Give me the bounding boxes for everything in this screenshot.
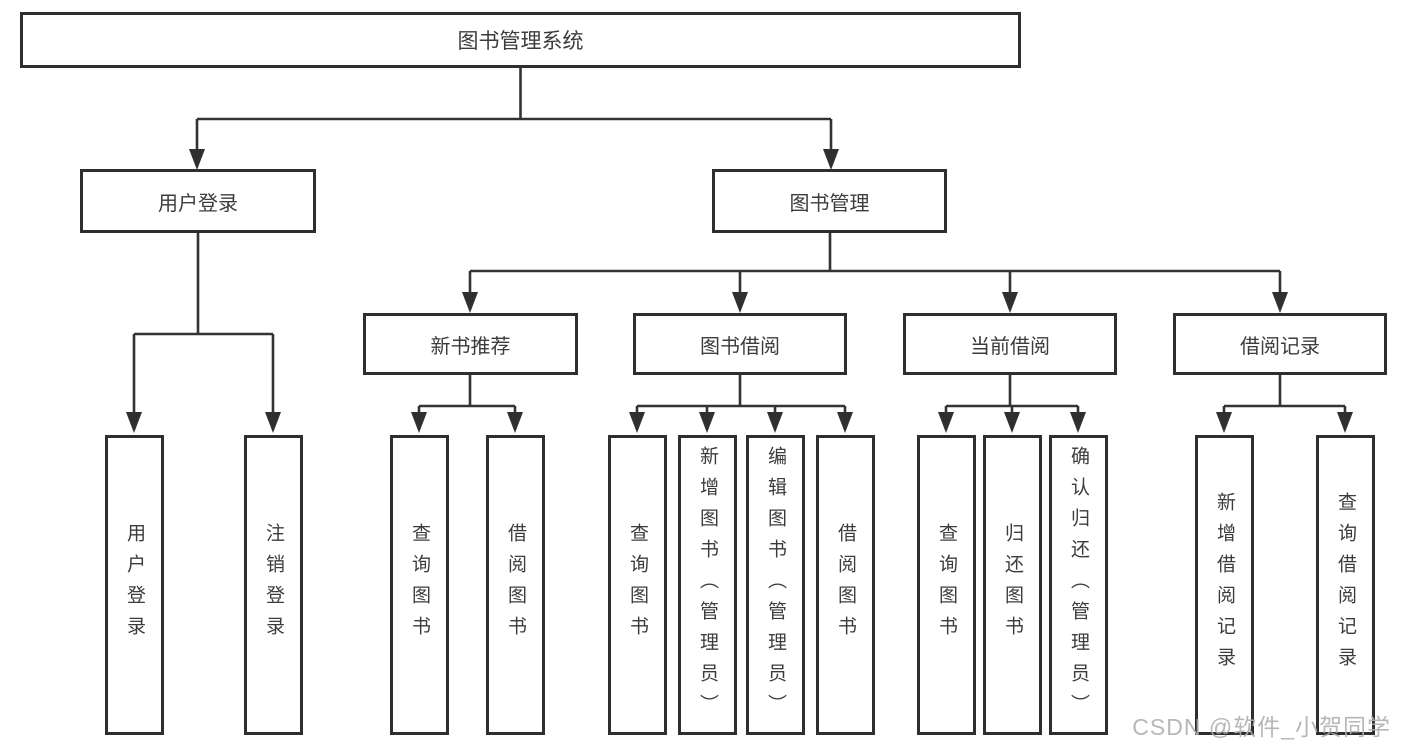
arrowhead-down-icon <box>1002 292 1018 313</box>
arrowhead-down-icon <box>411 412 427 433</box>
node-label: 图书管理系统 <box>457 30 584 53</box>
node-new-book-recommend: 新书推荐 <box>363 313 578 375</box>
arrowhead-down-icon <box>507 412 523 433</box>
node-label: 图书借阅 <box>700 335 780 358</box>
arrowhead-down-icon <box>462 292 478 313</box>
node-label: 用户登录 <box>158 192 238 215</box>
node-library-management-system: 图书管理系统 <box>20 12 1021 68</box>
leaf-user-login: 用户登录 <box>105 435 164 735</box>
node-label: 编辑图书（管理员） <box>765 445 786 725</box>
leaf-current-return-books: 归还图书 <box>983 435 1042 735</box>
connector-newbook-to-leaves <box>411 375 523 433</box>
leaf-current-query-books: 查询图书 <box>917 435 976 735</box>
leaf-borrowing-borrow-books: 借阅图书 <box>816 435 875 735</box>
connector-book-mgmt-to-level3 <box>462 233 1288 313</box>
leaf-newbook-borrow-books: 借阅图书 <box>486 435 545 735</box>
node-book-management: 图书管理 <box>712 169 947 233</box>
node-label: 借阅记录 <box>1240 335 1320 358</box>
node-label: 新增借阅记录 <box>1214 492 1235 678</box>
node-label: 新书推荐 <box>430 335 511 358</box>
node-user-login: 用户登录 <box>80 169 316 233</box>
arrowhead-down-icon <box>1070 412 1086 433</box>
node-label: 查询借阅记录 <box>1335 492 1356 678</box>
leaf-logout: 注销登录 <box>244 435 303 735</box>
leaf-newbook-query-books: 查询图书 <box>390 435 449 735</box>
arrowhead-down-icon <box>1004 412 1020 433</box>
node-label: 图书管理 <box>789 192 870 215</box>
arrowhead-down-icon <box>938 412 954 433</box>
leaf-records-add-record: 新增借阅记录 <box>1195 435 1254 735</box>
arrowhead-down-icon <box>126 412 142 433</box>
node-current-borrowing: 当前借阅 <box>903 313 1117 375</box>
node-label: 查询图书 <box>936 523 957 647</box>
node-label: 确认归还（管理员） <box>1068 445 1089 725</box>
node-book-borrowing: 图书借阅 <box>633 313 847 375</box>
connector-records-to-leaves <box>1216 375 1353 433</box>
arrowhead-down-icon <box>699 412 715 433</box>
arrowhead-down-icon <box>265 412 281 433</box>
arrowhead-down-icon <box>732 292 748 313</box>
connector-root-to-level2 <box>189 68 839 170</box>
leaf-current-confirm-return-admin: 确认归还（管理员） <box>1049 435 1108 735</box>
arrowhead-down-icon <box>1337 412 1353 433</box>
leaf-borrowing-query-books: 查询图书 <box>608 435 667 735</box>
arrowhead-down-icon <box>767 412 783 433</box>
leaf-records-query-record: 查询借阅记录 <box>1316 435 1375 735</box>
arrowhead-down-icon <box>837 412 853 433</box>
arrowhead-down-icon <box>189 149 205 170</box>
node-label: 查询图书 <box>409 523 430 647</box>
arrowhead-down-icon <box>823 149 839 170</box>
node-label: 查询图书 <box>627 523 648 647</box>
node-label: 借阅图书 <box>505 523 526 647</box>
node-label: 当前借阅 <box>970 335 1050 358</box>
leaf-borrowing-add-books-admin: 新增图书（管理员） <box>678 435 737 735</box>
node-label: 用户登录 <box>124 523 145 647</box>
node-label: 新增图书（管理员） <box>697 445 718 725</box>
connector-borrowing-to-leaves <box>629 375 853 433</box>
node-borrowing-records: 借阅记录 <box>1173 313 1387 375</box>
arrowhead-down-icon <box>629 412 645 433</box>
arrowhead-down-icon <box>1272 292 1288 313</box>
leaf-borrowing-edit-books-admin: 编辑图书（管理员） <box>746 435 805 735</box>
connector-current-to-leaves <box>938 375 1086 433</box>
connector-user-login-to-leaves <box>126 233 281 433</box>
node-label: 归还图书 <box>1002 523 1023 647</box>
node-label: 注销登录 <box>263 523 284 647</box>
arrowhead-down-icon <box>1216 412 1232 433</box>
node-label: 借阅图书 <box>835 523 856 647</box>
